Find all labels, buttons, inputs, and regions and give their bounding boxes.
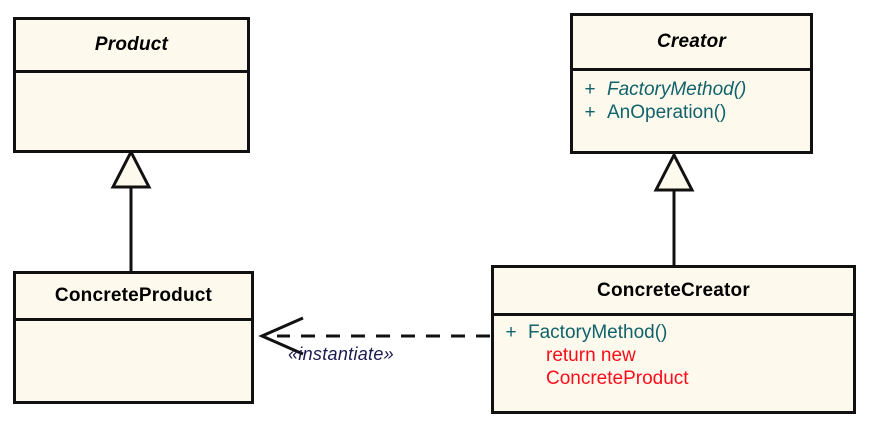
visibility-marker: +: [584, 79, 596, 100]
member-row: + AnOperation(): [573, 101, 810, 124]
class-title-creator: Creator: [657, 31, 726, 52]
member-name: AnOperation(): [607, 102, 727, 123]
generalization-concretecreator-to-creator: [653, 151, 695, 266]
stereotype-label-instantiate: «instantiate»: [288, 344, 394, 364]
class-title-product: Product: [94, 34, 169, 55]
class-compartment-divider: [573, 68, 810, 71]
class-members-concreteproduct: [16, 321, 251, 401]
method-body-line: ConcreteProduct: [546, 368, 689, 389]
class-box-product[interactable]: Product: [13, 17, 250, 153]
visibility-marker: +: [505, 322, 517, 343]
class-members-creator: + FactoryMethod() + AnOperation(): [573, 71, 810, 151]
class-title-concretecreator: ConcreteCreator: [597, 279, 750, 301]
class-compartment-divider: [494, 313, 853, 316]
class-members-concretecreator: + FactoryMethod() return new ConcretePro…: [494, 316, 853, 411]
class-box-concreteproduct[interactable]: ConcreteProduct: [13, 271, 254, 404]
class-compartment-divider: [16, 318, 251, 321]
member-row: + FactoryMethod(): [494, 321, 853, 344]
member-name: FactoryMethod(): [607, 79, 747, 100]
method-body-line: return new: [546, 345, 636, 366]
class-compartment-divider: [16, 70, 247, 73]
generalization-concreteproduct-to-product: [110, 148, 152, 272]
visibility-marker: +: [584, 102, 596, 123]
member-name: FactoryMethod(): [528, 322, 668, 343]
class-box-concretecreator[interactable]: ConcreteCreator + FactoryMethod() return…: [491, 265, 856, 414]
class-members-product: [16, 73, 247, 150]
member-row: + FactoryMethod(): [573, 78, 810, 101]
class-box-creator[interactable]: Creator + FactoryMethod() + AnOperation(…: [570, 13, 813, 154]
class-title-concreteproduct: ConcreteProduct: [54, 285, 213, 306]
